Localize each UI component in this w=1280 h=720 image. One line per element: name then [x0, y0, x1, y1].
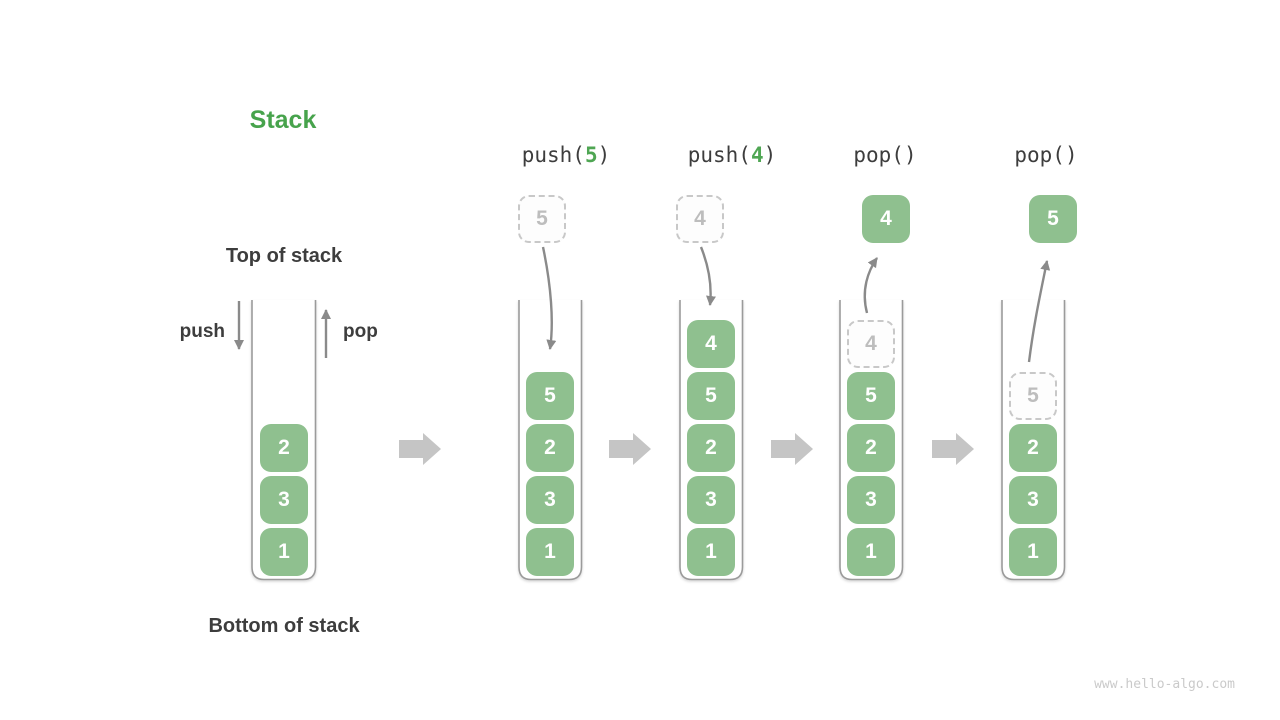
stack-cell: 3: [526, 476, 574, 524]
floating-value-pop2: 5: [1029, 195, 1077, 243]
push4-flow-arrow-icon: [699, 246, 716, 306]
stack-cell: 2: [1009, 424, 1057, 472]
stack-cell: 1: [260, 528, 308, 576]
stack-cell: 2: [847, 424, 895, 472]
pop4-flow-arrow-icon: [863, 257, 878, 314]
bottom-of-stack-label: Bottom of stack: [208, 615, 360, 637]
op-prefix: pop(: [853, 143, 904, 167]
op-prefix: push(: [687, 143, 751, 167]
stack-cell: 5: [847, 372, 895, 420]
top-of-stack-label: Top of stack: [225, 245, 343, 267]
step-arrow-right-icon-1: [399, 433, 441, 465]
op-suffix: ): [763, 143, 777, 167]
pop-label: pop: [343, 321, 378, 342]
stack-cell: 1: [687, 528, 735, 576]
watermark: www.hello-algo.com: [1094, 677, 1235, 692]
stack-cell: 3: [260, 476, 308, 524]
stack-cell: 4: [687, 320, 735, 368]
stack-cell: 2: [687, 424, 735, 472]
stack-cell-popped: 5: [1009, 372, 1057, 420]
push-label: push: [179, 321, 225, 342]
stack-cell: 3: [847, 476, 895, 524]
push5-flow-arrow-icon: [541, 246, 557, 350]
stack-cell-popped: 4: [847, 320, 895, 368]
stack-cell: 3: [1009, 476, 1057, 524]
stack-cell: 1: [526, 528, 574, 576]
op-prefix: push(: [521, 143, 585, 167]
diagram-title: Stack: [249, 106, 317, 134]
stack-cell: 1: [1009, 528, 1057, 576]
stack-cell: 2: [526, 424, 574, 472]
step-arrow-right-icon-4: [932, 433, 974, 465]
floating-value-push4: 4: [676, 195, 724, 243]
op-suffix: ): [903, 143, 917, 167]
op-arg: 5: [584, 143, 598, 167]
step-arrow-right-icon-3: [771, 433, 813, 465]
stack-cell: 2: [260, 424, 308, 472]
op-arg: 4: [750, 143, 764, 167]
floating-value-push5: 5: [518, 195, 566, 243]
op-prefix: pop(: [1014, 143, 1065, 167]
op-label-push5: push(5): [456, 143, 676, 167]
op-suffix: ): [1064, 143, 1078, 167]
op-label-pop2: pop(): [936, 143, 1156, 167]
stack-cell: 5: [526, 372, 574, 420]
floating-value-pop1: 4: [862, 195, 910, 243]
op-suffix: ): [597, 143, 611, 167]
pop5-flow-arrow-icon: [1027, 260, 1051, 363]
stack-cell: 1: [847, 528, 895, 576]
op-label-pop1: pop(): [775, 143, 995, 167]
op-label-push4: push(4): [622, 143, 842, 167]
stack-cell: 5: [687, 372, 735, 420]
step-arrow-right-icon-2: [609, 433, 651, 465]
stack-cell: 3: [687, 476, 735, 524]
